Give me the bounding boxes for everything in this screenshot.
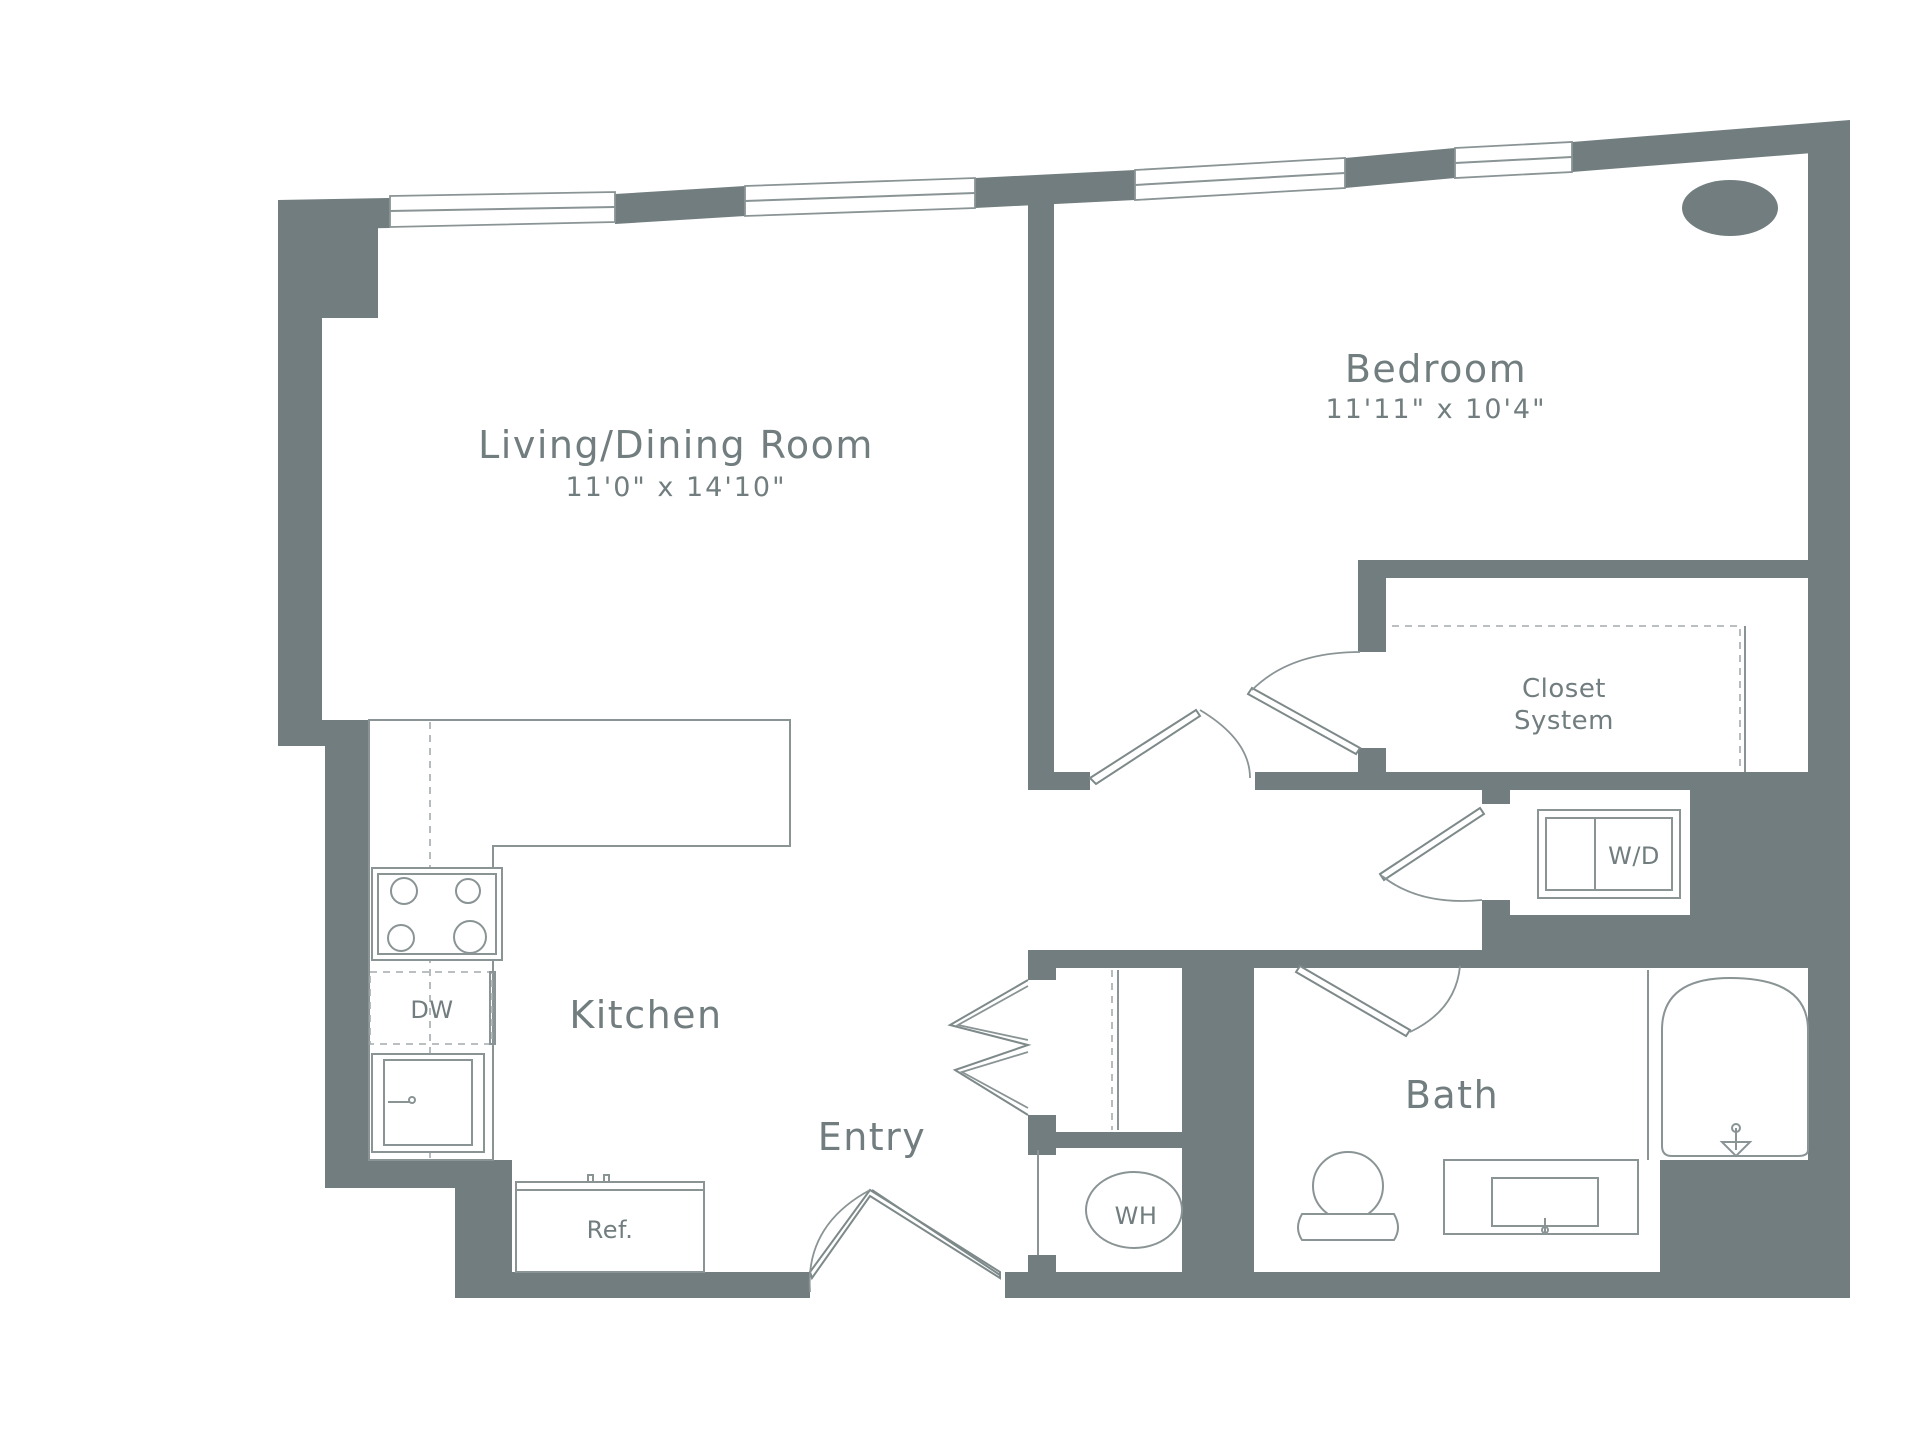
tub-drain-knob	[1731, 1123, 1741, 1133]
interior-walls	[1028, 204, 1810, 1298]
top-wall-segment	[615, 186, 745, 224]
bath-right-block	[1660, 1160, 1810, 1272]
burner	[453, 920, 487, 954]
hall-closet-left-post	[1028, 950, 1056, 980]
wd-left-post-top	[1482, 790, 1510, 804]
window-pane	[744, 192, 976, 202]
dishwasher	[369, 971, 493, 1045]
window-pane	[1134, 172, 1346, 186]
refrigerator	[515, 1181, 705, 1273]
tub-spout	[1719, 1141, 1753, 1158]
washer-dryer-unit	[1537, 809, 1681, 899]
hall-closet-door-inner	[959, 1051, 1029, 1109]
bath-fixtures	[1297, 970, 1809, 1241]
hall-closet-bottom-wall	[1028, 1132, 1190, 1148]
bathtub	[1661, 976, 1809, 1157]
closet-door-swing	[1251, 651, 1361, 691]
bottom-left-wall	[325, 1160, 810, 1298]
kitchen-peninsula	[368, 719, 791, 1161]
closet-system	[1392, 625, 1746, 772]
kitchen-cabinets	[368, 719, 791, 1273]
vanity	[1443, 1159, 1639, 1235]
bath-faucet-base	[1541, 1226, 1549, 1234]
burner	[387, 924, 415, 952]
burner	[390, 877, 418, 905]
range-inner	[377, 873, 497, 955]
toilet-tank	[1297, 1213, 1399, 1241]
closet-left-wall-low	[1358, 748, 1386, 778]
wh-closet-left-post-low	[1028, 1255, 1056, 1275]
hall-closet-top-wall	[1028, 950, 1180, 968]
wd-door-swing	[1381, 875, 1483, 902]
water-heater-tank	[1085, 1171, 1183, 1249]
bedroom-door-swing	[1199, 709, 1251, 779]
refrigerator-label: Ref.	[587, 1216, 634, 1244]
kitchen-name: Kitchen	[569, 993, 722, 1037]
closet-top-wall	[1358, 560, 1810, 578]
top-wall-segment	[1572, 120, 1850, 172]
living-room-name: Living/Dining Room	[478, 423, 874, 467]
structural-column	[1682, 180, 1778, 236]
closet-left-wall	[1358, 560, 1386, 652]
top-wall-segment	[975, 170, 1135, 208]
closet-label-line2: System	[1514, 706, 1614, 736]
entry-door-leaf-line	[871, 1189, 1001, 1276]
windows	[389, 141, 1573, 228]
wh-closet-right-wall	[1182, 1132, 1210, 1282]
toilet-bowl	[1312, 1151, 1384, 1221]
bath-door-leaf	[1294, 964, 1412, 1038]
wh-closet-bottom	[1028, 1272, 1210, 1298]
bedroom-left-wall	[1028, 204, 1054, 790]
kitchen-sink-basin	[383, 1059, 473, 1146]
bath-door-swing	[1409, 965, 1461, 1033]
left-lower-wall	[325, 720, 369, 1188]
hall-closet-door	[947, 979, 1032, 1116]
dishwasher-label: DW	[410, 996, 453, 1024]
burner	[455, 878, 481, 904]
entry-door-swing	[808, 1189, 871, 1293]
hall-closet	[1111, 970, 1119, 1130]
hall-closet-door-inner	[955, 985, 1029, 1041]
right-wall	[1808, 146, 1850, 1298]
washer-dryer-label: W/D	[1608, 842, 1660, 870]
closet-door-leaf	[1246, 686, 1362, 756]
window-pane	[389, 206, 616, 212]
closet-label-line1: Closet	[1522, 674, 1606, 704]
bedroom-bottom-wall-left	[1028, 772, 1090, 790]
top-wall-segment	[1345, 148, 1455, 188]
washer-dryer-panel	[1594, 817, 1673, 891]
water-heater-label: WH	[1115, 1202, 1158, 1230]
entry-door-leaf	[808, 1188, 1001, 1281]
labels: Living/Dining Room 11'0" x 14'10" Bedroo…	[410, 347, 1660, 1244]
closet-rod-line	[1392, 625, 1741, 772]
bath-top-wall	[1248, 950, 1810, 968]
refrigerator-handle	[587, 1174, 594, 1183]
entry-name: Entry	[818, 1115, 927, 1159]
dishwasher-handle	[489, 971, 496, 1045]
wd-door-leaf	[1378, 806, 1486, 882]
bedroom-name: Bedroom	[1345, 347, 1527, 391]
refrigerator-handle	[603, 1174, 610, 1183]
living-room-dimensions: 11'0" x 14'10"	[565, 472, 786, 503]
washer-dryer	[1537, 809, 1681, 899]
bedroom-door-leaf	[1088, 708, 1202, 786]
window-pane	[1454, 156, 1573, 164]
faucet-base	[408, 1096, 416, 1104]
doors	[808, 651, 1486, 1293]
bedroom-bottom-wall-right	[1255, 772, 1810, 790]
wd-bottom-wall	[1482, 915, 1810, 952]
exterior-walls	[278, 120, 1850, 1298]
bedroom-dimensions: 11'11" x 10'4"	[1325, 394, 1546, 425]
water-heater	[1037, 1150, 1183, 1255]
bath-name: Bath	[1405, 1073, 1499, 1117]
